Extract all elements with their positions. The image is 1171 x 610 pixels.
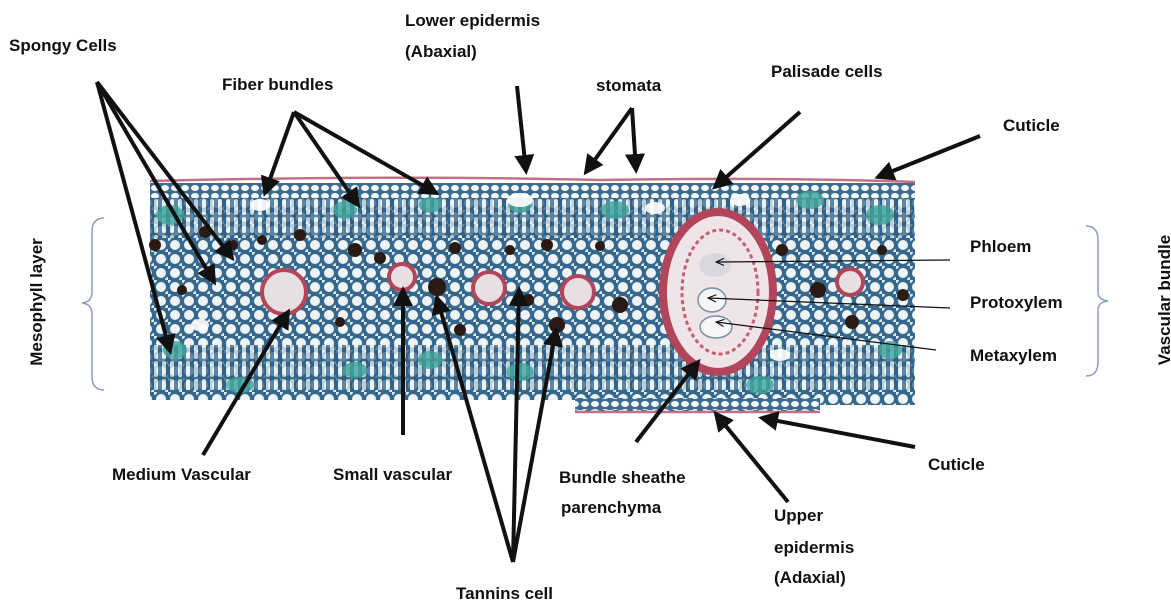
lower-epidermis-arrow: [517, 86, 526, 171]
mesophyll-bracket: [82, 218, 104, 390]
medium-vascular-bundle: [262, 270, 306, 314]
small-vascular-bundle: [562, 276, 594, 308]
cuticle-top-line: [150, 178, 915, 182]
label-lower-epidermis: Lower epidermis: [405, 9, 540, 33]
label-palisade-cells: Palisade cells: [771, 60, 883, 84]
label-bundle-sheathe-line1: Bundle sheathe: [559, 466, 686, 490]
label-lower-epidermis-sub: (Abaxial): [405, 40, 477, 64]
label-upper-epidermis-line3: (Adaxial): [774, 566, 846, 590]
cuticle-top-arrow: [878, 136, 980, 177]
label-stomata: stomata: [596, 74, 661, 98]
label-upper-epidermis-line1: Upper: [774, 504, 823, 528]
label-metaxylem: Metaxylem: [970, 344, 1057, 368]
small-vascular-bundle: [473, 272, 505, 304]
upper-epidermis-layer: [575, 398, 820, 410]
upper-epidermis-arrow: [716, 414, 788, 502]
label-fiber-bundles: Fiber bundles: [222, 73, 333, 97]
label-cuticle-top: Cuticle: [1003, 114, 1060, 138]
label-tannins-cell: Tannins cell: [456, 582, 553, 606]
label-cuticle-bottom: Cuticle: [928, 453, 985, 477]
small-vascular-bundle: [389, 264, 415, 290]
fiber-arrow-1: [265, 112, 294, 193]
vascular-bundle-bracket: [1086, 226, 1108, 376]
label-small-vascular: Small vascular: [333, 463, 452, 487]
label-spongy-cells: Spongy Cells: [9, 34, 117, 58]
palisade-arrow: [715, 112, 800, 187]
stomata-arrow-2: [632, 108, 636, 170]
label-mesophyll-layer: Mesophyll layer: [27, 237, 47, 367]
label-phloem: Phloem: [970, 235, 1031, 259]
label-vascular-bundle: Vascular bundle: [1155, 223, 1171, 377]
label-bundle-sheathe-line2: parenchyma: [561, 496, 661, 520]
label-protoxylem: Protoxylem: [970, 291, 1063, 315]
small-vascular-bundle: [837, 269, 863, 295]
label-medium-vascular: Medium Vascular: [112, 463, 251, 487]
label-upper-epidermis-line2: epidermis: [774, 536, 854, 560]
stomata-arrow-1: [586, 108, 632, 172]
leaf-tissue: [149, 178, 915, 412]
cuticle-bottom-arrow: [762, 418, 915, 447]
fiber-arrow-3: [294, 112, 436, 193]
large-vascular-bundle: [663, 212, 773, 372]
